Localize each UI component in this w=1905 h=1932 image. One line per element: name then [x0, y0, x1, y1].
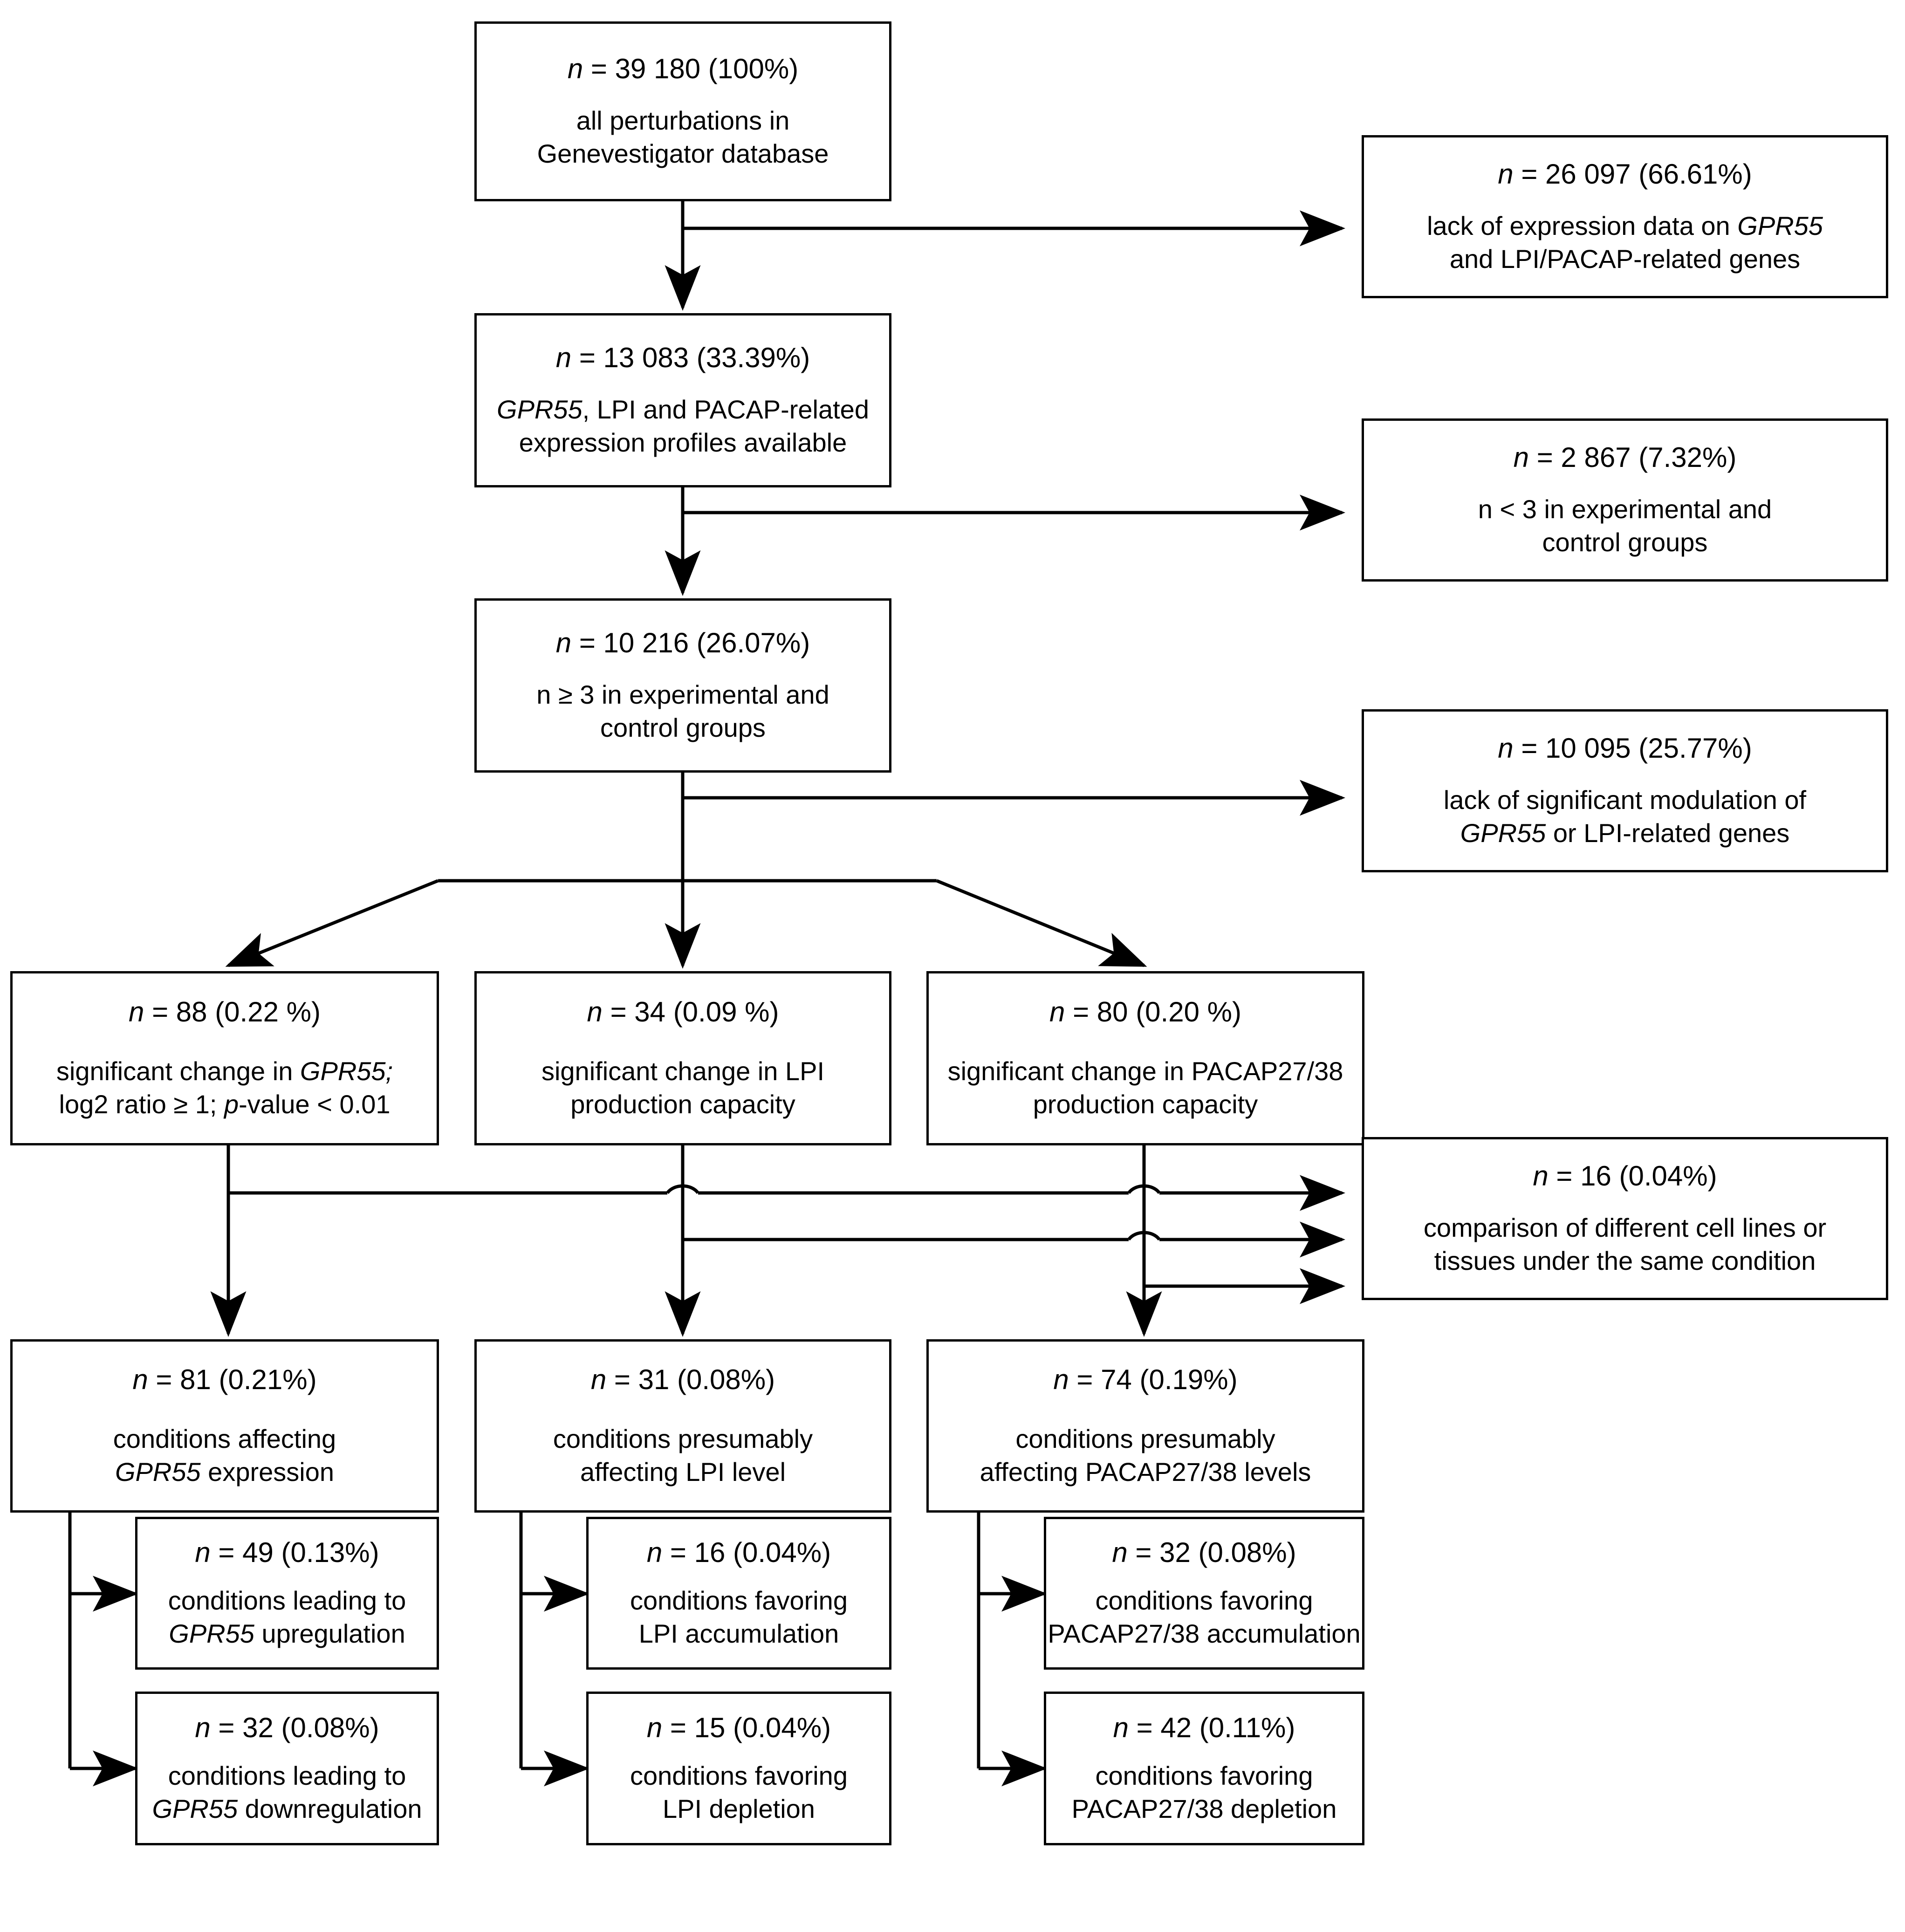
node-body: conditions leading to GPR55 downregulati…	[152, 1761, 422, 1823]
node-headline: n = 39 180 (100%)	[567, 53, 799, 84]
node-headline: n = 42 (0.11%)	[1113, 1712, 1295, 1743]
node-body: GPR55, LPI and PACAP-related expression …	[497, 394, 869, 457]
node-headline: n = 16 (0.04%)	[1533, 1160, 1717, 1192]
edge-fanout-right	[936, 879, 1147, 967]
node-body: significant change in GPR55; log2 ratio …	[56, 1056, 393, 1119]
node-pacap-depl[interactable]: n = 42 (0.11%) conditions favoring PACAP…	[1044, 1692, 1364, 1845]
node-headline: n = 88 (0.22 %)	[129, 996, 321, 1028]
node-gpr55-up[interactable]: n = 49 (0.13%) conditions leading to GPR…	[135, 1517, 439, 1670]
node-headline: n = 10 095 (25.77%)	[1498, 732, 1752, 764]
node-body: significant change in LPI production cap…	[541, 1056, 825, 1119]
node-headline: n = 31 (0.08%)	[590, 1363, 775, 1395]
node-headline: n = 81 (0.21%)	[132, 1363, 317, 1395]
node-headline: n = 26 097 (66.61%)	[1498, 158, 1752, 190]
node-cond-lpi[interactable]: n = 31 (0.08%) conditions presumably aff…	[474, 1339, 891, 1513]
node-body: conditions favoring PACAP27/38 accumulat…	[1048, 1585, 1361, 1648]
node-headline: n = 13 083 (33.39%)	[555, 342, 810, 373]
node-headline: n = 15 (0.04%)	[646, 1712, 831, 1743]
node-excluded-no-modulation[interactable]: n = 10 095 (25.77%) lack of significant …	[1362, 709, 1888, 872]
node-body: conditions affecting GPR55 expression	[113, 1424, 336, 1487]
node-body: conditions favoring LPI accumulation	[630, 1585, 848, 1648]
node-sig-pacap[interactable]: n = 80 (0.20 %) significant change in PA…	[926, 971, 1364, 1145]
edge-gpr55-hop1	[666, 1184, 699, 1194]
node-cond-gpr55[interactable]: n = 81 (0.21%) conditions affecting GPR5…	[10, 1339, 439, 1513]
node-headline: n = 10 216 (26.07%)	[555, 627, 810, 658]
node-headline: n = 80 (0.20 %)	[1049, 996, 1241, 1028]
node-excluded-no-expression[interactable]: n = 26 097 (66.61%) lack of expression d…	[1362, 135, 1888, 298]
node-headline: n = 32 (0.08%)	[1112, 1536, 1296, 1568]
edge-gpr55-hop2	[1127, 1184, 1161, 1194]
node-body: comparison of different cell lines or ti…	[1423, 1213, 1827, 1275]
node-body: n < 3 in experimental and control groups	[1478, 494, 1772, 557]
edge-lpi-hop	[1127, 1231, 1161, 1241]
node-headline: n = 34 (0.09 %)	[587, 996, 779, 1028]
node-body: lack of expression data on GPR55 and LPI…	[1427, 211, 1823, 274]
node-excluded-cell-lines[interactable]: n = 16 (0.04%) comparison of different c…	[1362, 1137, 1888, 1300]
node-sig-gpr55[interactable]: n = 88 (0.22 %) significant change in GP…	[10, 971, 439, 1145]
node-cond-pacap[interactable]: n = 74 (0.19%) conditions presumably aff…	[926, 1339, 1364, 1513]
node-pacap-accum[interactable]: n = 32 (0.08%) conditions favoring PACAP…	[1044, 1517, 1364, 1670]
node-body: n ≥ 3 in experimental and control groups	[536, 679, 829, 742]
node-headline: n = 16 (0.04%)	[646, 1536, 831, 1568]
edge-fanout-left	[225, 879, 439, 967]
node-excluded-small-n[interactable]: n = 2 867 (7.32%) n < 3 in experimental …	[1362, 418, 1888, 582]
node-body: all perturbations in Genevestigator data…	[537, 105, 829, 168]
node-n-at-least-3[interactable]: n = 10 216 (26.07%) n ≥ 3 in experimenta…	[474, 598, 891, 773]
node-body: conditions presumably affecting LPI leve…	[553, 1424, 813, 1487]
node-headline: n = 74 (0.19%)	[1053, 1363, 1238, 1395]
node-all-perturbations[interactable]: n = 39 180 (100%) all perturbations in G…	[474, 21, 891, 201]
node-profiles-available[interactable]: n = 13 083 (33.39%) GPR55, LPI and PACAP…	[474, 313, 891, 487]
node-body: conditions leading to GPR55 upregulation	[168, 1585, 406, 1648]
node-gpr55-down[interactable]: n = 32 (0.08%) conditions leading to GPR…	[135, 1692, 439, 1845]
node-headline: n = 49 (0.13%)	[195, 1536, 379, 1568]
node-sig-lpi[interactable]: n = 34 (0.09 %) significant change in LP…	[474, 971, 891, 1145]
node-body: lack of significant modulation of GPR55 …	[1443, 785, 1807, 848]
node-headline: n = 32 (0.08%)	[195, 1712, 379, 1743]
node-body: conditions favoring LPI depletion	[630, 1761, 848, 1823]
node-body: conditions presumably affecting PACAP27/…	[980, 1424, 1311, 1487]
node-lpi-depl[interactable]: n = 15 (0.04%) conditions favoring LPI d…	[586, 1692, 891, 1845]
node-body: conditions favoring PACAP27/38 depletion	[1071, 1761, 1337, 1823]
node-lpi-accum[interactable]: n = 16 (0.04%) conditions favoring LPI a…	[586, 1517, 891, 1670]
node-body: significant change in PACAP27/38 product…	[947, 1056, 1343, 1119]
node-headline: n = 2 867 (7.32%)	[1513, 441, 1737, 473]
